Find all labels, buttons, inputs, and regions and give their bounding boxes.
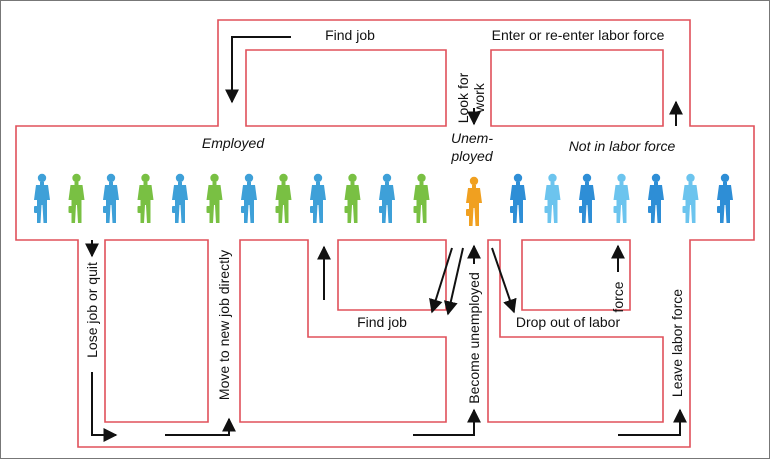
lose-job-label: Lose job or quit — [84, 262, 100, 358]
outer-flow-outline — [15, 19, 755, 448]
top-right-loop-outline — [490, 49, 664, 127]
person-figure-icon — [682, 173, 699, 223]
employed-heading: Employed — [202, 135, 265, 151]
person-figure-icon — [648, 173, 664, 223]
look-for-work-label-line2: work — [471, 82, 487, 114]
person-figure-icon — [379, 173, 395, 223]
find-job-top-arrow — [225, 36, 291, 104]
person-figure-icon — [103, 173, 119, 223]
become-unemployed-loop-outline — [487, 239, 664, 423]
leave-labor-force-label: Leave labor force — [669, 289, 685, 397]
person-figure-icon — [544, 173, 561, 223]
person-figure-icon — [413, 173, 430, 223]
person-figure-icon — [466, 176, 482, 226]
find-job-top-label: Find job — [325, 27, 375, 43]
unemployed-heading-line1: Unem- — [451, 130, 493, 146]
become-unemployed-label: Become unemployed — [466, 272, 482, 404]
look-for-work-label-line1: Look for — [455, 72, 471, 123]
person-figure-icon — [579, 173, 595, 223]
lose-job-loop-outline — [104, 239, 209, 423]
drop-out-diag-arrow — [491, 247, 517, 314]
drop-out-loop-outline — [521, 239, 631, 311]
not-in-labor-force-figures-group — [510, 173, 733, 223]
top-left-loop-outline — [245, 49, 447, 127]
not-in-labor-force-heading: Not in labor force — [569, 138, 676, 154]
employed-figures-group — [34, 173, 430, 223]
find-job-bottom-label: Find job — [357, 314, 407, 330]
find-job-bottom-diag-arrow — [429, 247, 453, 314]
become-unemployed-bottom-arrow — [413, 408, 481, 436]
lose-job-bottom-arrow — [91, 372, 118, 442]
unemployed-figures-group — [466, 176, 482, 226]
person-figure-icon — [68, 173, 85, 223]
unemployed-to-employed-arrow — [443, 247, 464, 316]
person-figure-icon — [613, 173, 630, 223]
find-job-bottom-loop-outline — [337, 239, 447, 311]
person-figure-icon — [206, 173, 223, 223]
person-figure-icon — [34, 173, 50, 223]
person-figure-icon — [510, 173, 526, 223]
person-figure-icon — [275, 173, 292, 223]
person-figure-icon — [717, 173, 733, 223]
person-figure-icon — [137, 173, 154, 223]
leave-labor-force-bottom-arrow — [618, 408, 687, 436]
person-figure-icon — [241, 173, 257, 223]
move-to-new-job-arrow — [165, 417, 236, 436]
move-to-new-job-label: Move to new job directly — [216, 250, 232, 400]
unemployed-heading-line2: ployed — [450, 148, 493, 164]
enter-reenter-label: Enter or re-enter labor force — [492, 27, 665, 43]
drop-out-label: Drop out of labor — [516, 314, 621, 330]
person-figure-icon — [172, 173, 188, 223]
drop-out-force-label: force — [610, 281, 626, 312]
person-figure-icon — [310, 173, 326, 223]
move-job-loop-outline — [239, 239, 447, 423]
person-figure-icon — [344, 173, 361, 223]
